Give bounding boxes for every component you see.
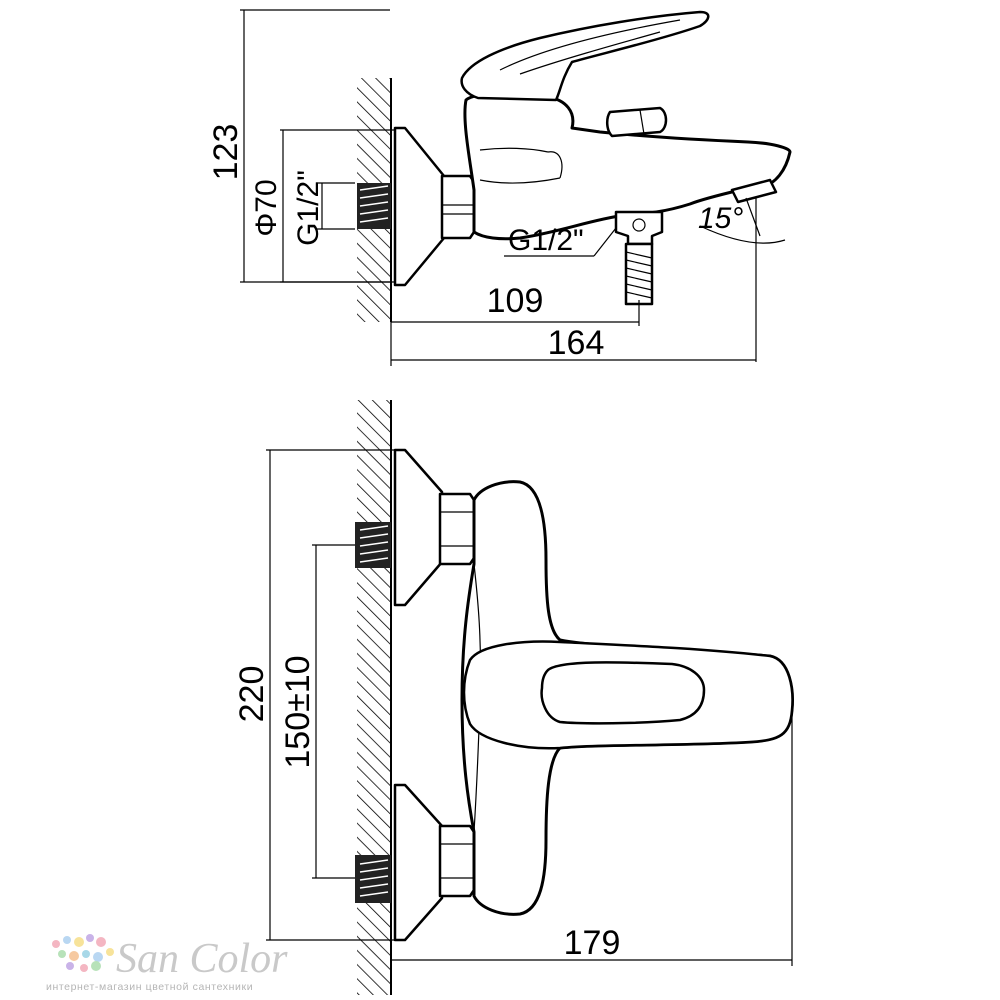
dim-depth-109: 109 — [487, 282, 544, 320]
escutcheon-side — [393, 126, 446, 287]
wall-thread-top-lower — [355, 855, 391, 903]
dim-height-123: 123 — [207, 124, 245, 181]
dim-diameter: Φ70 — [250, 179, 283, 236]
lever-slot-top — [540, 661, 706, 725]
top-view: 220 150±10 179 — [233, 400, 794, 995]
watermark: San Color интернет-магазин цветной санте… — [46, 934, 288, 993]
shower-outlet-side — [614, 210, 664, 246]
dim-center-distance: 150±10 — [279, 655, 317, 768]
diverter-knob-side — [606, 106, 668, 138]
hex-nut-side — [440, 174, 476, 240]
dim-angle: 15° — [698, 202, 743, 235]
watermark-tagline: интернет-магазин цветной сантехники — [46, 981, 253, 993]
hex-nut-top-lower — [438, 824, 476, 898]
side-view: 123 Φ70 G1/2" G1/2" 15° 109 164 — [207, 9, 792, 366]
escutcheon-top-upper — [393, 448, 444, 607]
dim-width-220: 220 — [233, 666, 271, 723]
shower-hose-side — [624, 242, 654, 306]
lever-handle-side — [460, 10, 710, 102]
color-dots-logo — [52, 934, 114, 972]
hex-nut-top-upper — [438, 492, 476, 566]
watermark-brand: San Color — [116, 936, 288, 982]
escutcheon-top-lower — [393, 783, 444, 942]
dim-depth-164: 164 — [548, 324, 605, 362]
dim-wall-thread: G1/2" — [292, 170, 325, 246]
wall-hatch-top — [357, 400, 391, 995]
dim-projection-179: 179 — [564, 924, 621, 962]
spout-aerator-side — [730, 178, 778, 204]
dim-outlet-thread: G1/2" — [508, 224, 584, 257]
